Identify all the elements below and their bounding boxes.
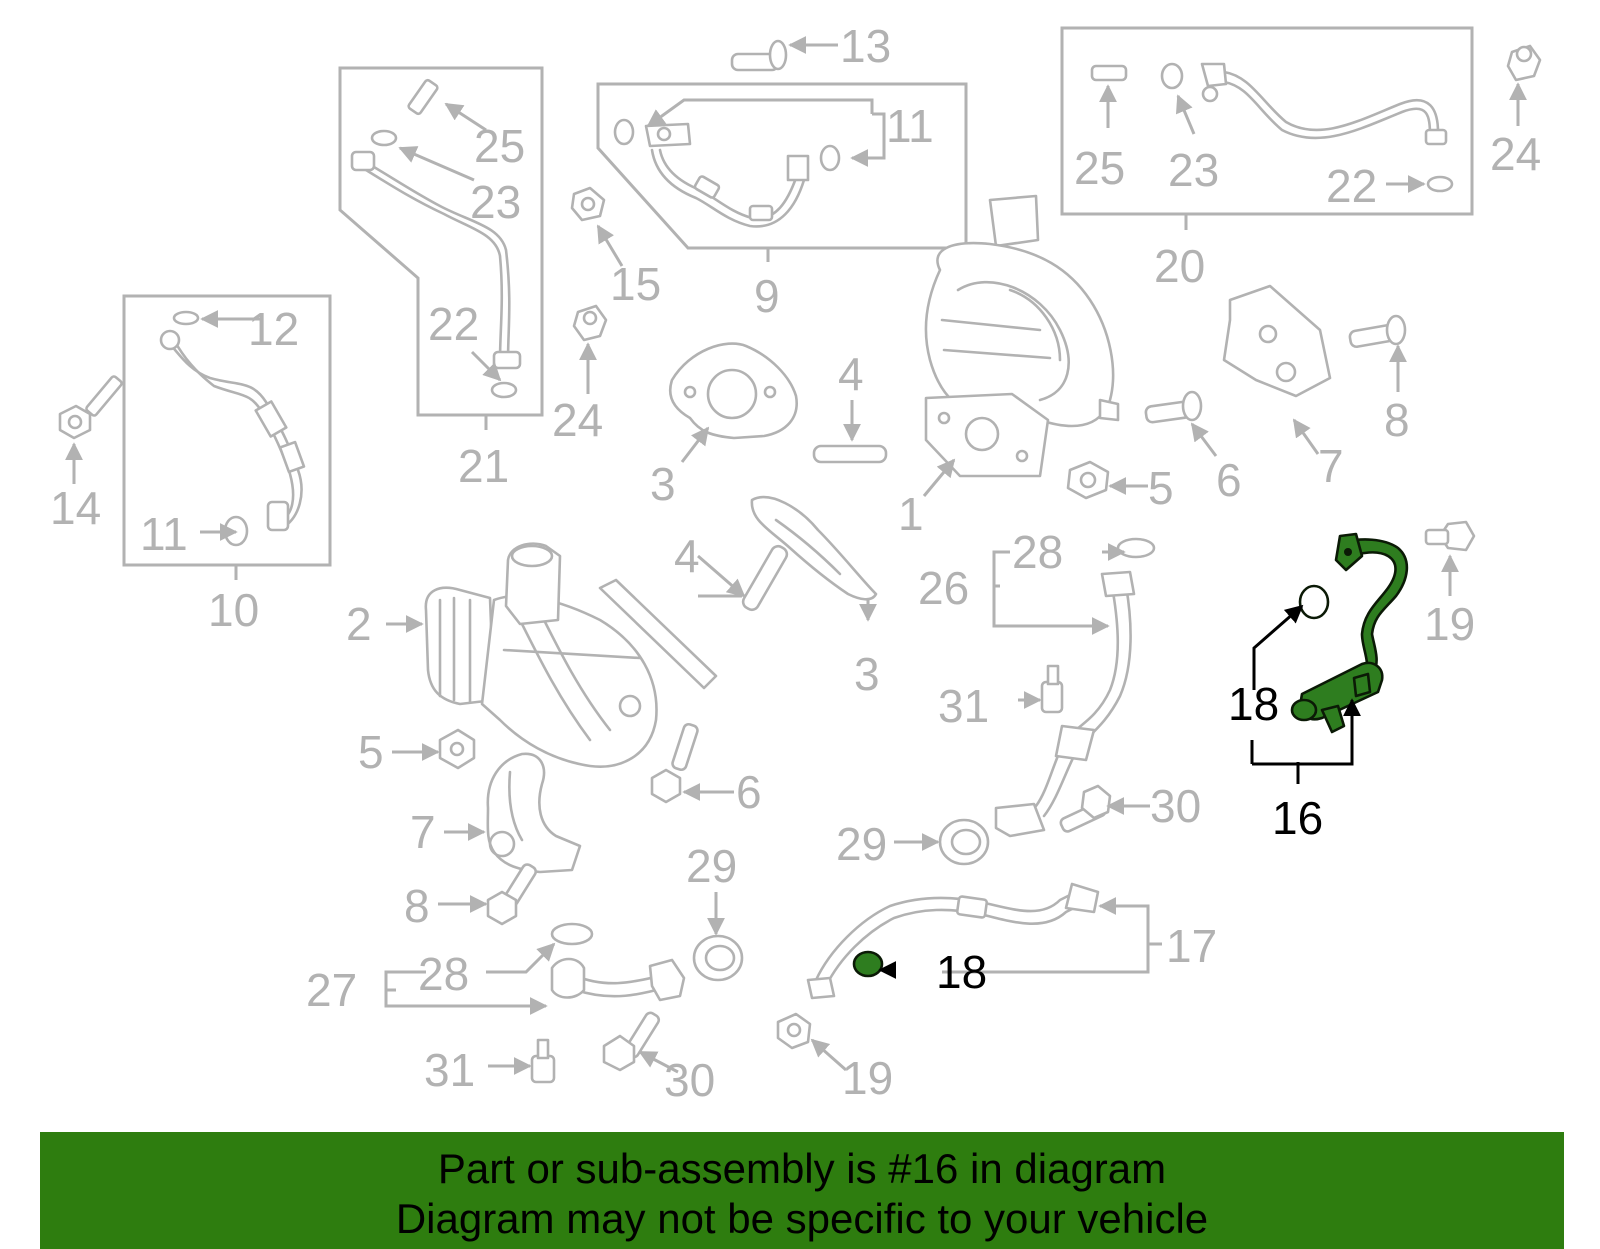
bolt-6-upper [1144, 390, 1203, 424]
group-box-10 [122, 294, 332, 567]
callout-24-right: 24 [1490, 128, 1541, 180]
callout-13: 13 [840, 20, 891, 72]
pipe-7-lower [486, 752, 582, 874]
callout-25-right: 25 [1074, 142, 1125, 194]
bolt-19-right [1424, 520, 1476, 552]
callout-19-right: 19 [1424, 598, 1475, 650]
o-ring-18-lower-highlighted [852, 950, 884, 978]
callout-6-upper: 6 [1216, 454, 1242, 506]
nut-19-lower [776, 1012, 812, 1050]
notice-line-2: Diagram may not be specific to your vehi… [395, 1195, 1209, 1242]
callout-29-upper: 29 [836, 818, 887, 870]
callout-7-lower: 7 [410, 806, 436, 858]
callout-16: 16 [1272, 792, 1323, 844]
callout-4-upper: 4 [838, 348, 864, 400]
group-box-20 [1060, 26, 1474, 216]
callout-11-left: 11 [140, 508, 188, 560]
callout-30-upper: 30 [1150, 780, 1201, 832]
turbocharger-1 [924, 194, 1120, 478]
leader-lines-highlighted [878, 604, 1361, 979]
callout-22-left: 22 [428, 298, 479, 350]
oil-line-20 [1090, 62, 1454, 193]
callout-20: 20 [1154, 240, 1205, 292]
callout-2: 2 [346, 598, 372, 650]
callout-9: 9 [754, 270, 780, 322]
oil-feed-line-9 [613, 118, 841, 228]
callout-31-lower: 31 [424, 1044, 475, 1096]
bolt-13 [730, 39, 788, 72]
callout-12: 12 [248, 303, 299, 355]
callout-17: 17 [1166, 920, 1217, 972]
callout-4-lower: 4 [674, 530, 700, 582]
nut-24-left [572, 304, 608, 342]
callout-18-lower: 18 [936, 946, 987, 998]
bolt-8-lower [486, 863, 538, 926]
seal-29-lower [692, 934, 744, 982]
callouts: 13 11 9 15 24 25 23 22 21 12 11 10 14 3 … [50, 20, 1541, 1106]
callout-29-lower: 29 [686, 840, 737, 892]
nut-24-right [1506, 44, 1542, 82]
callout-1: 1 [898, 488, 924, 540]
callout-8-lower: 8 [404, 880, 430, 932]
oil-return-line-21 [350, 78, 522, 399]
nut-5-lower [438, 728, 476, 770]
callout-8-upper: 8 [1384, 394, 1410, 446]
bracket-7-upper [1222, 284, 1332, 398]
callout-31-upper: 31 [938, 680, 989, 732]
oil-return-pipe-17 [806, 882, 1100, 1000]
callout-26: 26 [918, 562, 969, 614]
gasket-3-upper [669, 342, 798, 440]
callout-11-top: 11 [886, 100, 934, 152]
turbocharger-2 [424, 542, 718, 768]
group-box-21 [338, 66, 544, 417]
callout-28-lower: 28 [418, 948, 469, 1000]
callout-25-left: 25 [474, 120, 525, 172]
bolt-14 [58, 375, 123, 440]
callout-22-right: 22 [1326, 160, 1377, 212]
bolt-30-upper [1059, 784, 1112, 833]
seal-29-upper [938, 818, 990, 866]
callout-30-lower: 30 [664, 1054, 715, 1106]
nut-15 [570, 186, 606, 222]
stud-31-lower [530, 1038, 556, 1084]
group-box-9 [596, 82, 968, 250]
nut-5-upper [1066, 460, 1110, 500]
callout-3-lower: 3 [854, 648, 880, 700]
leader-lines [65, 36, 1527, 1075]
bolt-30-lower [602, 1011, 661, 1072]
callout-5-upper: 5 [1148, 462, 1174, 514]
bolt-8-upper [1348, 314, 1407, 349]
callout-27: 27 [306, 964, 357, 1016]
callout-28-upper: 28 [1012, 526, 1063, 578]
callout-21: 21 [458, 440, 509, 492]
oil-return-tube-26 [994, 537, 1156, 838]
callout-7-upper: 7 [1318, 440, 1344, 492]
stud-4-upper [812, 444, 888, 464]
o-ring-18-right [1298, 584, 1330, 620]
callout-6-lower: 6 [736, 766, 762, 818]
callout-14: 14 [50, 482, 101, 534]
notice-banner: Part or sub-assembly is #16 in diagram D… [40, 1132, 1564, 1249]
stud-4-lower [741, 544, 789, 612]
stud-31-upper [1040, 664, 1064, 714]
callout-3-upper: 3 [650, 458, 676, 510]
oil-feed-tube-16-highlighted [1290, 532, 1409, 734]
bolt-6-lower [650, 722, 699, 804]
oil-feed-line-10 [159, 310, 306, 547]
callout-19-lower: 19 [842, 1052, 893, 1104]
callout-24-left: 24 [552, 394, 603, 446]
callout-23-right: 23 [1168, 144, 1219, 196]
callout-5-lower: 5 [358, 726, 384, 778]
notice-line-1: Part or sub-assembly is #16 in diagram [437, 1145, 1167, 1192]
oil-return-tube-27 [550, 922, 686, 1002]
callout-23-left: 23 [470, 176, 521, 228]
callout-15: 15 [610, 258, 661, 310]
callout-18-right: 18 [1228, 678, 1279, 730]
callout-10: 10 [208, 584, 259, 636]
